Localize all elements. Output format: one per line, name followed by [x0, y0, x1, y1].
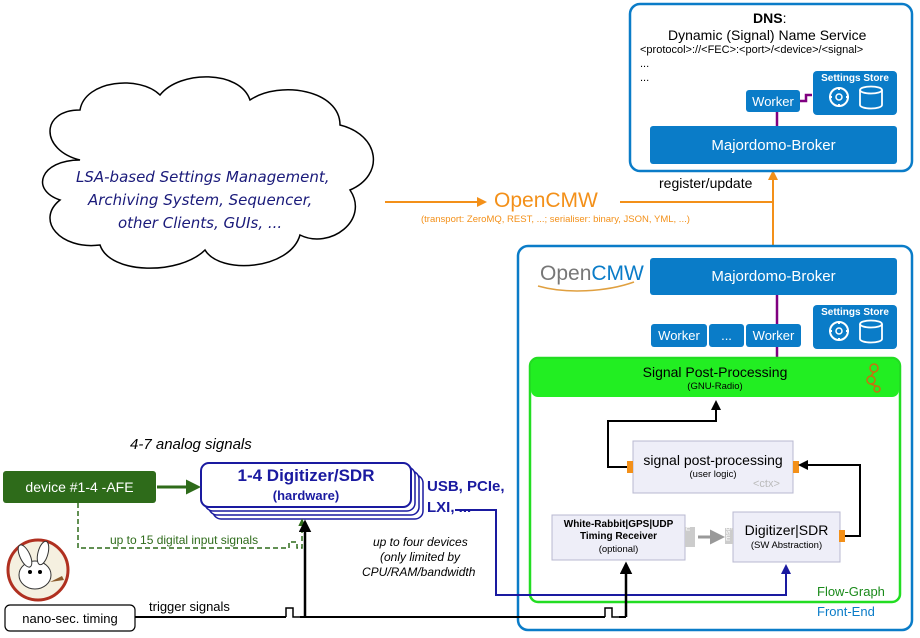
dns-ellipsis-2: ... — [640, 72, 650, 84]
opencmw-label: OpenCMW — [494, 189, 598, 212]
digitizer-hardware-stack — [200, 462, 424, 520]
cloud-line-2: Archiving System, Sequencer, — [88, 191, 313, 209]
devices-note-3: CPU/RAM/bandwidth — [362, 565, 476, 579]
dns-worker[interactable]: Worker — [746, 90, 800, 112]
timing-receiver-title-2: Timing Receiver — [579, 531, 658, 542]
digitizer-hw-sub: (hardware) — [272, 488, 340, 503]
digitizer-hw-title[interactable]: 1-4 Digitizer/SDR — [237, 466, 375, 485]
timing-receiver-sub: (optional) — [598, 544, 639, 555]
digital-inputs-label: up to 15 digital input signals — [110, 533, 259, 547]
cloud-line-3: other Clients, GUIs, ... — [118, 214, 283, 232]
timing-receiver-title-1[interactable]: White-Rabbit|GPS|UDP — [563, 519, 674, 530]
dns-title: DNS — [753, 10, 783, 26]
frontend-worker-2[interactable]: Worker — [746, 324, 801, 347]
cloud-line-1: LSA-based Settings Management, — [76, 168, 330, 186]
logo-swoosh — [537, 281, 635, 292]
dns-majordomo-broker[interactable]: Majordomo-Broker — [650, 126, 897, 164]
opencmw-transport-note: (transport: ZeroMQ, REST, ...; serialise… — [421, 214, 690, 225]
logo-open: Open — [540, 262, 592, 285]
msg-port-out: msg — [684, 516, 692, 531]
register-update-label: register/update — [659, 175, 753, 191]
dns-uri-pattern: <protocol>://<FEC>:<port>/<device>/<sign… — [640, 44, 864, 56]
timing-source-label[interactable]: nano-sec. timing — [22, 611, 118, 626]
settings-store-icons-2 — [829, 319, 883, 344]
post-processing-label[interactable]: signal post-processing — [643, 452, 783, 468]
post-processing-ctx: <ctx> — [753, 478, 780, 490]
flow-graph-header — [531, 359, 899, 397]
settings-store-icons — [829, 85, 883, 110]
opencmw-logo: OpenCMW — [540, 262, 644, 286]
dns-subtitle: Dynamic (Signal) Name Service — [668, 27, 867, 43]
post-processing-block — [632, 440, 794, 494]
dns-settings-store-label: Settings Store — [821, 73, 889, 84]
frontend-settings-store[interactable]: Settings Store — [813, 305, 897, 349]
dns-settings-store[interactable]: Settings Store — [813, 71, 897, 115]
devices-note-2: (only limited by — [380, 550, 461, 564]
device-afe-label[interactable]: device #1-4 -AFE — [25, 479, 134, 495]
digitizer-sw-label[interactable]: Digitizer|SDR — [744, 522, 829, 538]
digitizer-sw-sub: (SW Abstraction) — [750, 540, 823, 551]
front-end-label: Front-End — [817, 604, 875, 619]
mascot-logo — [6, 538, 70, 602]
devices-note-1: up to four devices — [373, 535, 468, 549]
timing-receiver-block — [551, 514, 686, 561]
flow-graph-label: Flow-Graph — [817, 584, 885, 599]
timing-source-box — [4, 604, 136, 632]
dns-ellipsis-1: ... — [640, 58, 650, 70]
analog-signals-label: 4-7 analog signals — [130, 436, 252, 453]
client-cloud — [41, 76, 375, 269]
dns-title-colon: : — [782, 10, 787, 26]
gnu-radio-icon — [866, 363, 881, 393]
frontend-majordomo-broker[interactable]: Majordomo-Broker — [650, 258, 897, 295]
interfaces-line-1: USB, PCIe, — [427, 478, 505, 495]
post-processing-sub: (user logic) — [689, 469, 737, 480]
interfaces-line-2: LXI, ... — [427, 499, 472, 516]
frontend-worker-1[interactable]: Worker — [651, 324, 707, 347]
frontend-worker-ellipsis[interactable]: ... — [709, 324, 744, 347]
frontend-settings-store-label: Settings Store — [821, 307, 889, 318]
flow-graph-title: Signal Post-Processing — [642, 364, 788, 380]
device-afe-box — [3, 471, 156, 503]
msg-port-in: msg — [724, 526, 732, 541]
logo-cmw: CMW — [591, 262, 644, 285]
trigger-signals-label: trigger signals — [149, 599, 230, 614]
flow-graph-subtitle: (GNU-Radio) — [687, 381, 743, 392]
dns-title-row: DNS: — [753, 10, 786, 26]
